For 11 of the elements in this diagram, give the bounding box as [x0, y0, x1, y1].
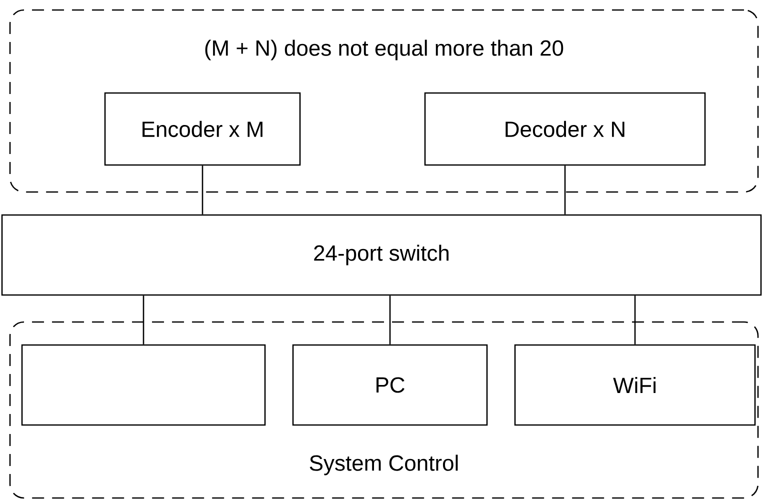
device-box: PC: [292, 344, 488, 426]
connector-line: [202, 166, 204, 214]
connector-line: [142, 296, 144, 344]
device-box: [21, 344, 266, 426]
device-box: WiFi: [514, 344, 756, 426]
device-box: Encoder x M: [104, 92, 301, 166]
connector-line: [389, 296, 391, 344]
switch-box: 24-port switch: [1, 214, 762, 296]
connector-line: [564, 166, 566, 214]
connector-line: [634, 296, 636, 344]
device-box: Decoder x N: [424, 92, 706, 166]
